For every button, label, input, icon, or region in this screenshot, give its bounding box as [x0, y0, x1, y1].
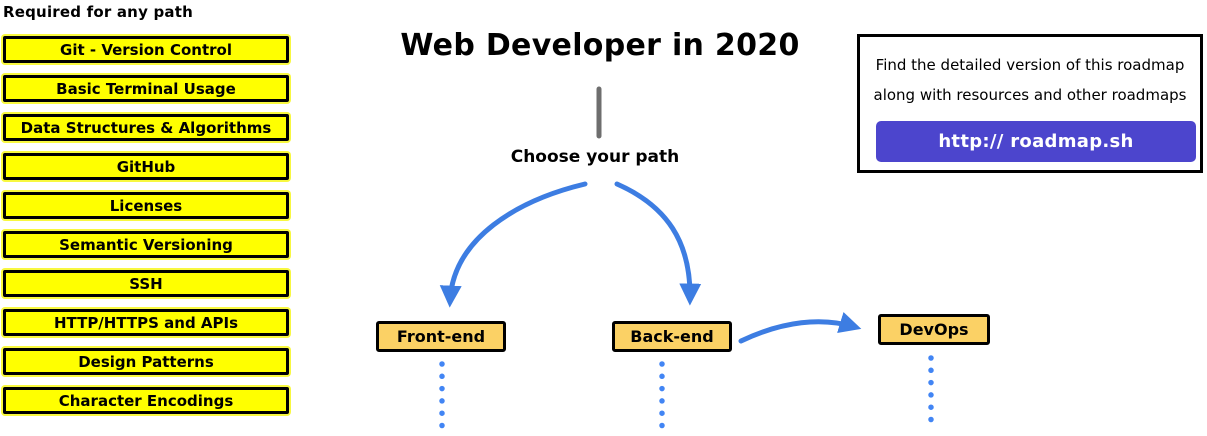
- topic-github[interactable]: GitHub: [3, 153, 289, 180]
- path-box-devops[interactable]: DevOps: [878, 314, 990, 345]
- info-text-line1: Find the detailed version of this roadma…: [875, 56, 1185, 74]
- roadmap-link-button[interactable]: http:// roadmap.sh: [876, 121, 1196, 162]
- topic-design-patterns[interactable]: Design Patterns: [3, 348, 289, 375]
- topic-ssh[interactable]: SSH: [3, 270, 289, 297]
- required-panel-heading: Required for any path: [3, 3, 193, 21]
- topic-licenses[interactable]: Licenses: [3, 192, 289, 219]
- topic-semver[interactable]: Semantic Versioning: [3, 231, 289, 258]
- topic-encodings[interactable]: Character Encodings: [3, 387, 289, 414]
- roadmap-info-text: Find the detailed version of this roadma…: [860, 50, 1200, 110]
- arrow-to-backend: [614, 181, 702, 306]
- roadmap-info-box: Find the detailed version of this roadma…: [857, 34, 1203, 173]
- topic-git[interactable]: Git - Version Control: [3, 36, 289, 63]
- info-text-line2: along with resources and other roadmaps: [873, 86, 1187, 104]
- required-topics-panel: Required for any path Git - Version Cont…: [3, 3, 289, 414]
- path-box-frontend[interactable]: Front-end: [376, 321, 506, 352]
- path-box-backend[interactable]: Back-end: [612, 321, 732, 352]
- topic-terminal[interactable]: Basic Terminal Usage: [3, 75, 289, 102]
- arrow-to-frontend: [439, 181, 588, 308]
- choose-path-label: Choose your path: [510, 147, 680, 167]
- topic-data-structures[interactable]: Data Structures & Algorithms: [3, 114, 289, 141]
- page-title: Web Developer in 2020: [400, 28, 800, 63]
- required-topics-list: Git - Version Control Basic Terminal Usa…: [3, 36, 289, 414]
- topic-http[interactable]: HTTP/HTTPS and APIs: [3, 309, 289, 336]
- arrow-to-devops: [738, 312, 862, 344]
